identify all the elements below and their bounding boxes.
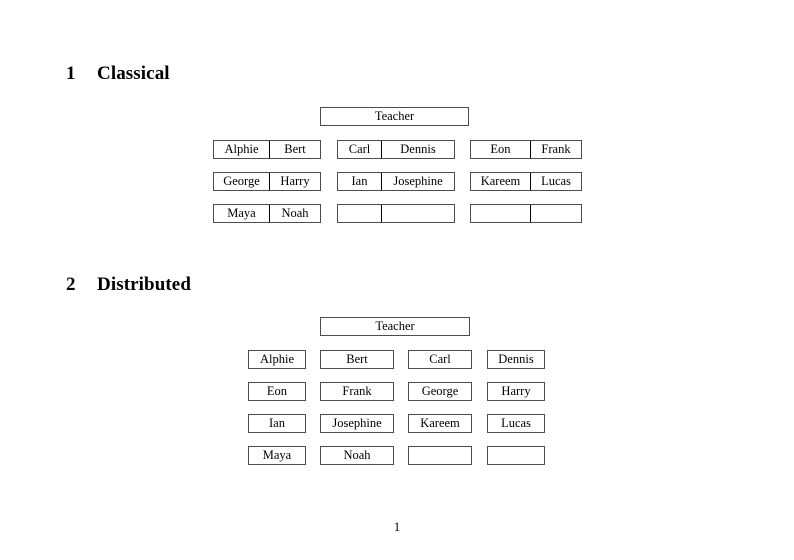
- student-pair-row: George Harry: [213, 172, 321, 191]
- student-cell[interactable]: Josephine: [381, 173, 454, 190]
- student-cell[interactable]: Eon: [490, 142, 511, 157]
- student-box[interactable]: Ian: [248, 414, 306, 433]
- student-cell-empty[interactable]: [471, 205, 530, 222]
- student-box[interactable]: Noah: [320, 446, 394, 465]
- student-box[interactable]: Maya: [248, 446, 306, 465]
- student-pair-row: Maya Noah: [213, 204, 321, 223]
- student-box[interactable]: Kareem: [408, 414, 472, 433]
- student-pair-row: Eon Frank: [470, 140, 582, 159]
- student-box-empty[interactable]: [487, 446, 545, 465]
- student-cell[interactable]: Noah: [269, 205, 320, 222]
- student-box[interactable]: Lucas: [487, 414, 545, 433]
- page-number: 1: [393, 520, 401, 534]
- student-pair-row: Carl Dennis: [337, 140, 455, 159]
- teacher-box-classical[interactable]: Teacher: [320, 107, 469, 126]
- student-box[interactable]: Carl: [408, 350, 472, 369]
- student-box[interactable]: Eon: [248, 382, 306, 401]
- student-box[interactable]: Bert: [320, 350, 394, 369]
- student-cell[interactable]: Harry: [269, 173, 320, 190]
- section-heading-distributed: 2 Distributed: [66, 274, 191, 296]
- student-pair-row: Ian Josephine: [337, 172, 455, 191]
- student-box-empty[interactable]: [408, 446, 472, 465]
- student-cell[interactable]: Frank: [530, 141, 581, 158]
- section-title: Classical: [97, 63, 170, 84]
- section-heading-classical: 1 Classical: [66, 63, 170, 85]
- section-number: 2: [66, 274, 76, 295]
- student-pair-row: [337, 204, 455, 223]
- student-cell[interactable]: Lucas: [530, 173, 581, 190]
- student-box[interactable]: Alphie: [248, 350, 306, 369]
- student-box[interactable]: Frank: [320, 382, 394, 401]
- student-pair-row: [470, 204, 582, 223]
- section-title: Distributed: [97, 274, 191, 295]
- student-pair-row: Kareem Lucas: [470, 172, 582, 191]
- student-box[interactable]: Harry: [487, 382, 545, 401]
- student-cell-empty[interactable]: [381, 205, 454, 222]
- student-cell-empty[interactable]: [338, 205, 381, 222]
- student-pair-row: Alphie Bert: [213, 140, 321, 159]
- student-cell-empty[interactable]: [530, 205, 581, 222]
- student-cell[interactable]: Bert: [269, 141, 320, 158]
- student-box[interactable]: Josephine: [320, 414, 394, 433]
- student-cell[interactable]: Maya: [227, 206, 256, 221]
- student-cell[interactable]: Ian: [351, 174, 368, 189]
- student-cell[interactable]: Alphie: [224, 142, 259, 157]
- student-cell[interactable]: Kareem: [480, 174, 521, 189]
- student-cell[interactable]: Carl: [348, 142, 371, 157]
- section-number: 1: [66, 63, 76, 84]
- student-box[interactable]: George: [408, 382, 472, 401]
- teacher-box-distributed[interactable]: Teacher: [320, 317, 470, 336]
- student-box[interactable]: Dennis: [487, 350, 545, 369]
- student-cell[interactable]: Dennis: [381, 141, 454, 158]
- student-cell[interactable]: George: [223, 174, 260, 189]
